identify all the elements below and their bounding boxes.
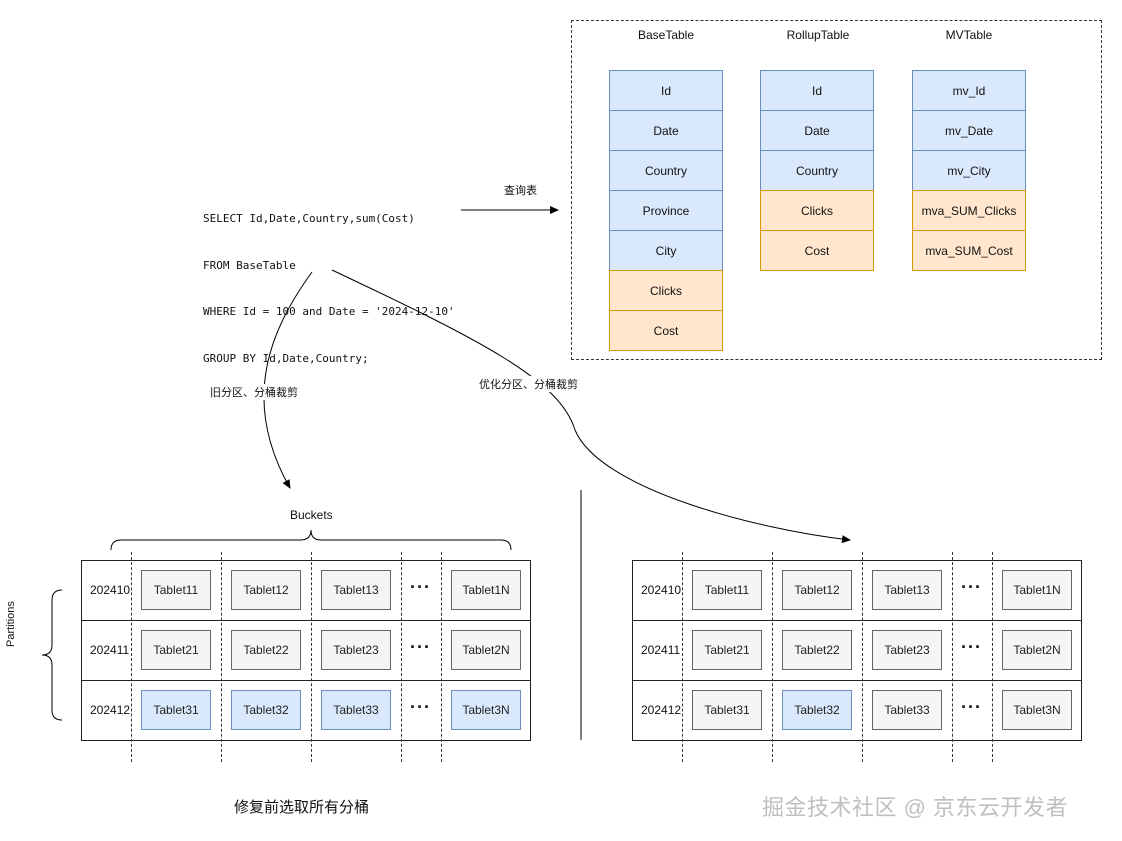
ellipsis: ··· xyxy=(410,637,431,657)
tablet-cell: Tablet2N xyxy=(451,630,521,670)
tablet-cell: Tablet32 xyxy=(231,690,301,730)
tablet-cell: Tablet3N xyxy=(1002,690,1072,730)
old-pruning-label: 旧分区、分桶裁剪 xyxy=(208,384,300,400)
mv-table-column: mva_SUM_Cost xyxy=(912,230,1026,271)
bucket-divider xyxy=(441,552,442,762)
partition-label: 202411 xyxy=(90,643,130,657)
tablet-cell: Tablet2N xyxy=(1002,630,1072,670)
tablet-cell: Tablet22 xyxy=(782,630,852,670)
sql-line: FROM BaseTable xyxy=(203,258,296,272)
tablet-cell: Tablet31 xyxy=(141,690,211,730)
watermark: 掘金技术社区 @ 京东云开发者 xyxy=(762,795,1069,820)
base-table-column: City xyxy=(609,230,723,271)
base-table-title: BaseTable xyxy=(637,28,695,42)
sql-line: SELECT Id,Date,Country,sum(Cost) xyxy=(203,212,415,225)
base-table-column: Cost xyxy=(609,310,723,351)
tablet-cell: Tablet3N xyxy=(451,690,521,730)
mv-table-column: mv_Id xyxy=(912,70,1026,111)
tablet-cell: Tablet31 xyxy=(692,690,762,730)
rollup-table-column: Country xyxy=(760,150,874,191)
tablet-cell: Tablet11 xyxy=(141,570,211,610)
new-pruning-label: 优化分区、分桶裁剪 xyxy=(477,376,580,392)
buckets-label: Buckets xyxy=(290,508,333,522)
tablet-cell: Tablet22 xyxy=(231,630,301,670)
buckets-brace xyxy=(110,529,512,551)
bucket-divider xyxy=(952,552,953,762)
tablet-cell: Tablet23 xyxy=(321,630,391,670)
tablet-cell: Tablet23 xyxy=(872,630,942,670)
ellipsis: ··· xyxy=(410,577,431,597)
base-table-column: Date xyxy=(609,110,723,151)
ellipsis: ··· xyxy=(410,697,431,717)
sql-line: GROUP BY Id,Date,Country; xyxy=(203,351,369,365)
tablet-cell: Tablet12 xyxy=(782,570,852,610)
grid-row-divider xyxy=(632,680,1082,681)
tablet-cell: Tablet33 xyxy=(872,690,942,730)
tables-container xyxy=(571,20,1102,360)
tablet-cell: Tablet21 xyxy=(692,630,762,670)
tablet-cell: Tablet11 xyxy=(692,570,762,610)
partition-label: 202410 xyxy=(90,583,131,597)
new-pruning-curve xyxy=(331,269,851,544)
partitions-label: Partitions xyxy=(5,601,17,647)
bucket-divider xyxy=(992,552,993,762)
tablet-cell: Tablet1N xyxy=(451,570,521,610)
tablet-cell: Tablet33 xyxy=(321,690,391,730)
partition-label: 202410 xyxy=(641,583,682,597)
grid-row-divider xyxy=(81,680,531,681)
ellipsis: ··· xyxy=(961,577,982,597)
tablet-cell: Tablet12 xyxy=(231,570,301,610)
partitions-brace xyxy=(41,589,63,721)
sql-line: WHERE Id = 100 and Date = '2024-12-10' xyxy=(203,305,455,318)
grid-row-divider xyxy=(632,620,1082,621)
caption-before: 修复前选取所有分桶 xyxy=(234,799,370,816)
bucket-divider xyxy=(772,552,773,762)
base-table-column: Country xyxy=(609,150,723,191)
grid-row-divider xyxy=(81,620,531,621)
old-pruning-curve xyxy=(263,271,313,489)
rollup-table-title: RollupTable xyxy=(786,28,850,42)
bucket-divider xyxy=(862,552,863,762)
bucket-divider xyxy=(311,552,312,762)
sql-query: SELECT Id,Date,Country,sum(Cost) FROM Ba… xyxy=(203,180,455,382)
rollup-table-column: Date xyxy=(760,110,874,151)
query-table-label: 查询表 xyxy=(502,182,539,198)
tablet-cell: Tablet32 xyxy=(782,690,852,730)
partition-label: 202412 xyxy=(641,703,682,717)
mv-table-column: mv_City xyxy=(912,150,1026,191)
bucket-divider xyxy=(221,552,222,762)
mv-table-column: mva_SUM_Clicks xyxy=(912,190,1026,231)
base-table-column: Province xyxy=(609,190,723,231)
bucket-divider xyxy=(401,552,402,762)
tablet-cell: Tablet13 xyxy=(872,570,942,610)
tablet-cell: Tablet21 xyxy=(141,630,211,670)
rollup-table-column: Cost xyxy=(760,230,874,271)
rollup-table-column: Clicks xyxy=(760,190,874,231)
partition-label: 202412 xyxy=(90,703,131,717)
tablet-cell: Tablet1N xyxy=(1002,570,1072,610)
rollup-table-column: Id xyxy=(760,70,874,111)
mv-table-column: mv_Date xyxy=(912,110,1026,151)
mv-table-title: MVTable xyxy=(945,28,993,42)
ellipsis: ··· xyxy=(961,697,982,717)
partition-label: 202411 xyxy=(641,643,681,657)
tablet-cell: Tablet13 xyxy=(321,570,391,610)
bucket-divider xyxy=(682,552,683,762)
bucket-divider xyxy=(131,552,132,762)
ellipsis: ··· xyxy=(961,637,982,657)
